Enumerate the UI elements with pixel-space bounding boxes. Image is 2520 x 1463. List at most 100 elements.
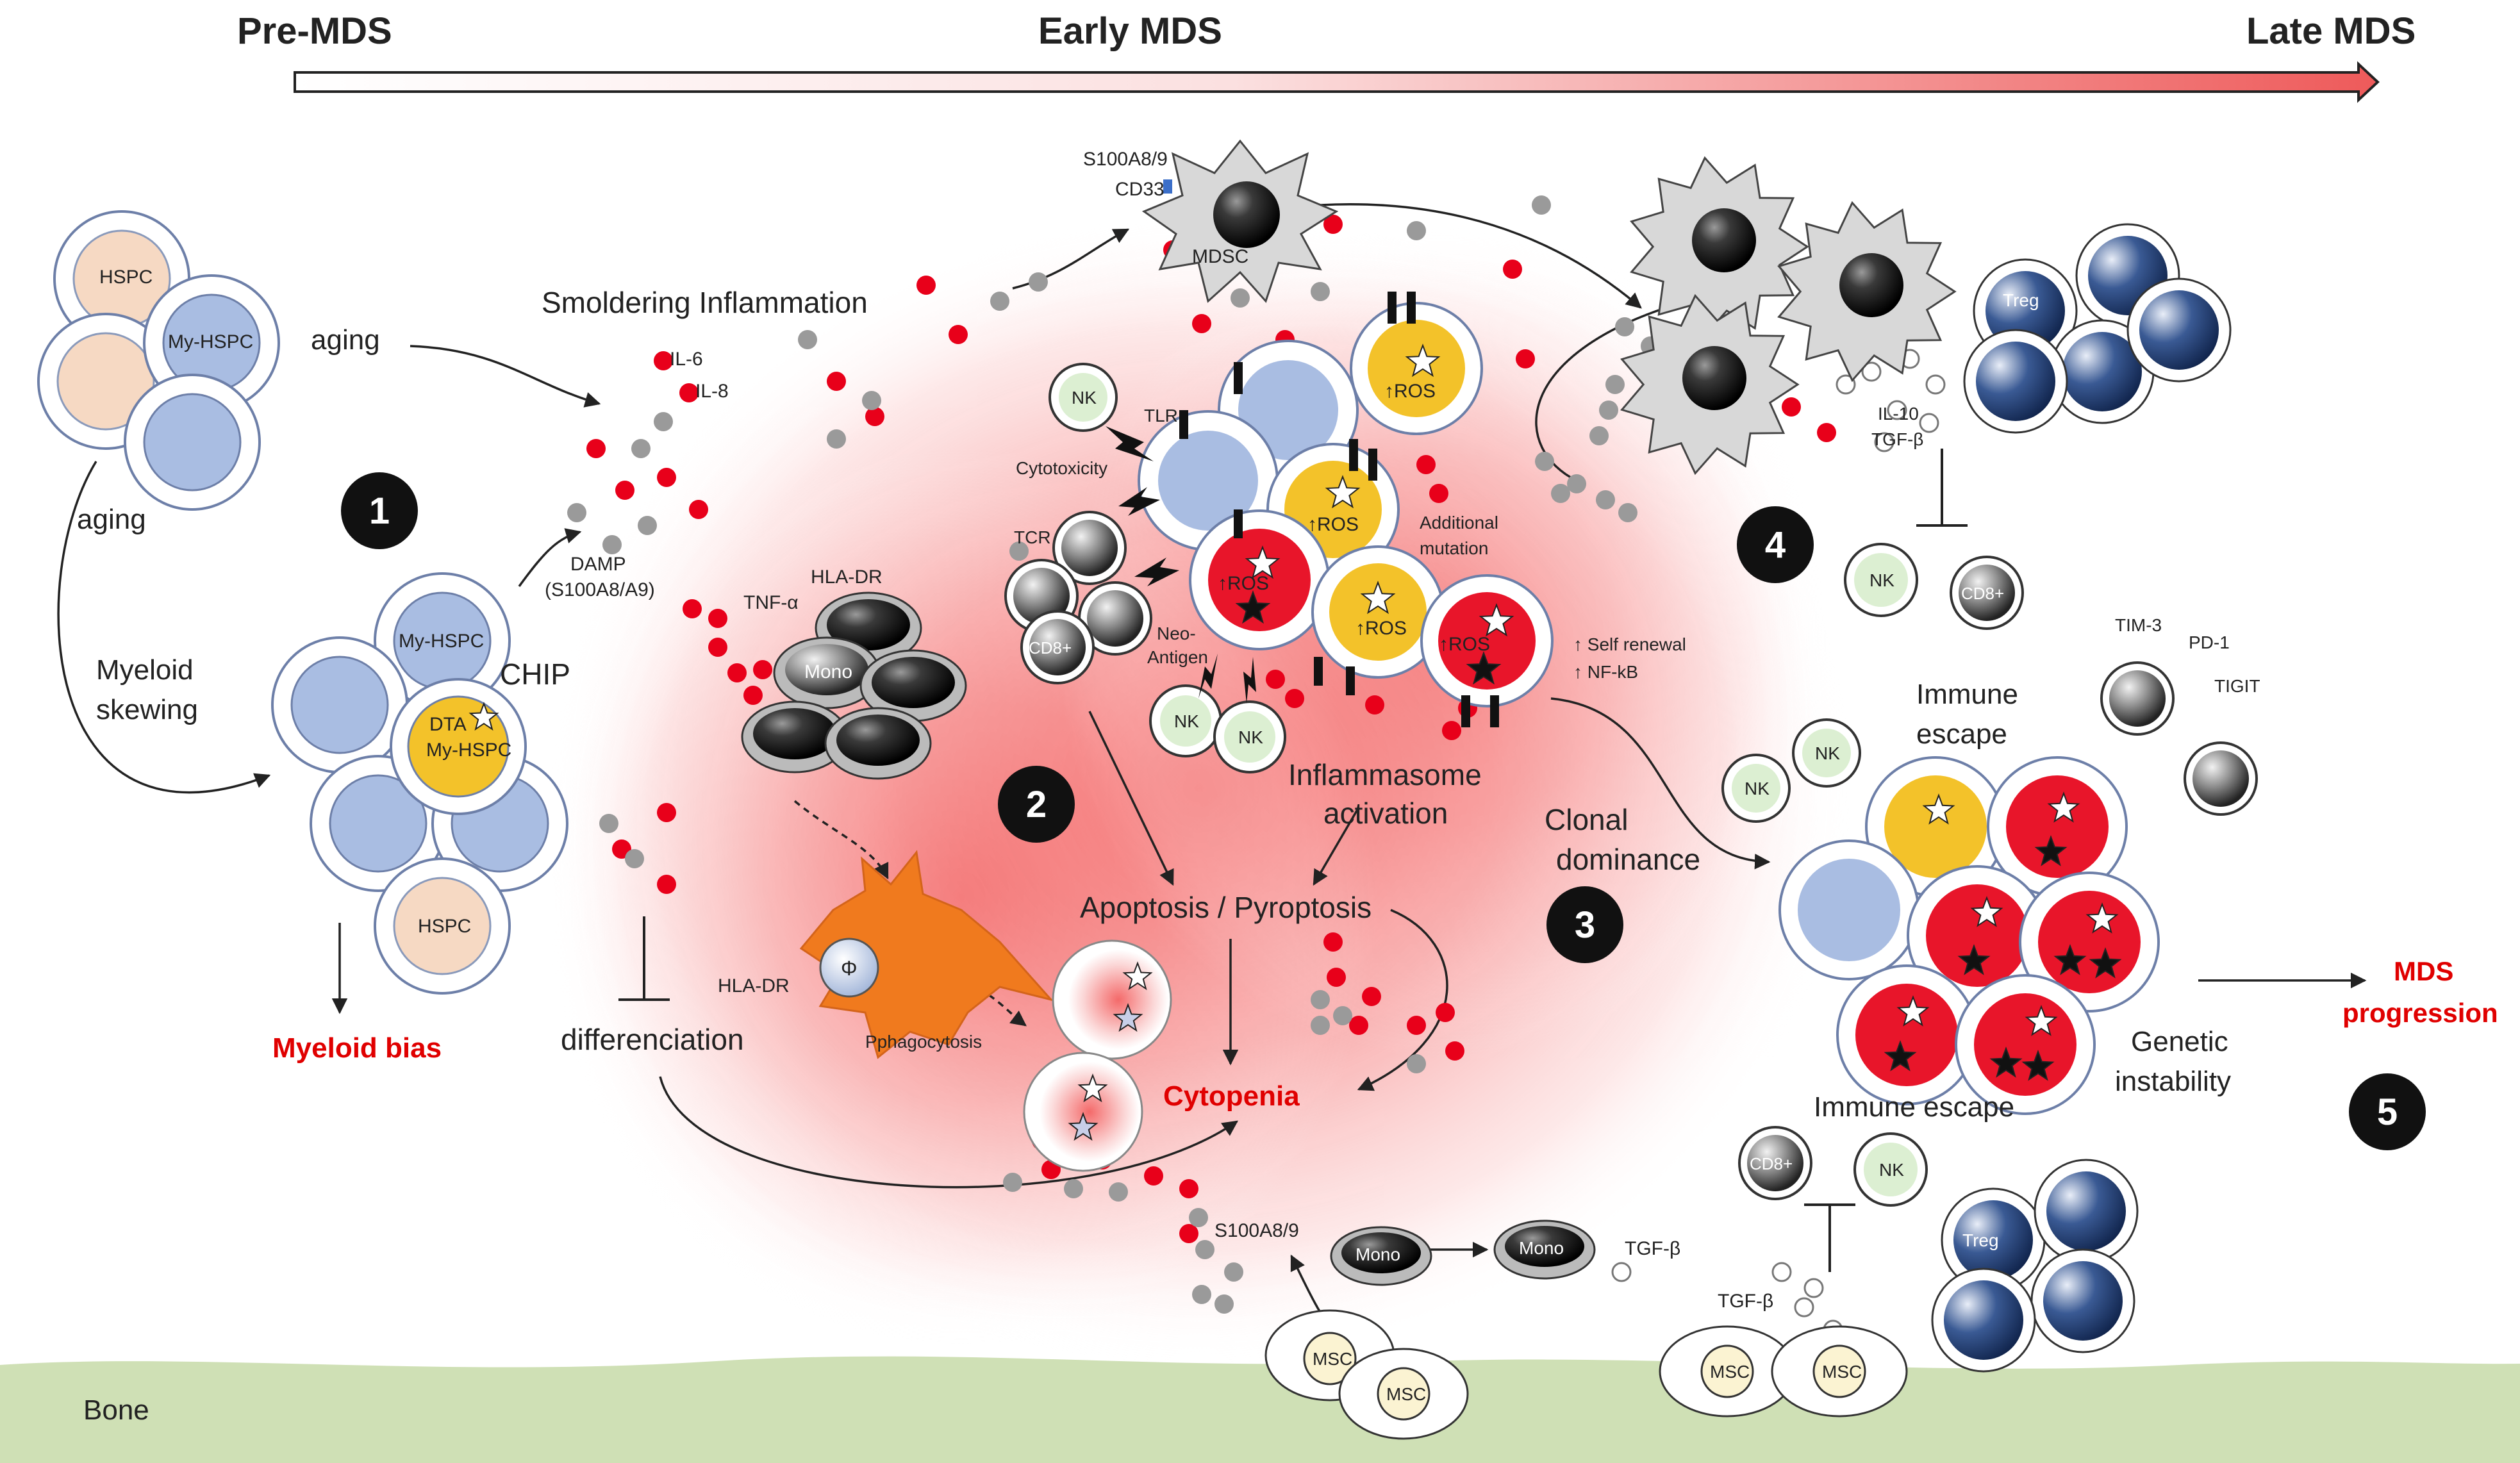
cytokine-dot	[865, 407, 884, 426]
s100a89-label-bottom: S100A8/9	[1214, 1220, 1299, 1241]
inflammasome-label-1: Inflammasome	[1288, 758, 1482, 791]
aging-label-right: aging	[311, 324, 380, 356]
ros-label-3: ↑ROS	[1218, 573, 1269, 594]
dominant-clone-cluster	[1778, 756, 2160, 1115]
myeloid-bias-label: Myeloid bias	[272, 1032, 442, 1064]
star-icon	[1884, 1040, 1917, 1071]
step-badge-3: 3	[1546, 886, 1623, 963]
pd1-label: PD-1	[2189, 632, 2230, 652]
mono-bottom: Mono Mono	[1330, 1219, 1596, 1286]
msc-cells-left: MSC MSC	[1264, 1309, 1469, 1440]
cd8-label-late-top: CD8+	[1961, 584, 2004, 603]
damp-dot	[990, 292, 1009, 311]
timeline: Pre-MDS Early MDS Late MDS	[237, 10, 2416, 103]
hspc-label-chip: HSPC	[418, 916, 471, 937]
damp-dot	[602, 535, 622, 554]
cd8-t-cells-early: CD8+	[1004, 511, 1152, 684]
star-icon	[468, 702, 499, 731]
nk-label-late-left-1: NK	[1815, 743, 1840, 763]
star-icon	[1077, 1073, 1108, 1103]
treg-cluster-bottom: Treg	[1931, 1159, 2139, 1373]
immune-escape-label-1: Immune	[1916, 679, 2018, 710]
mutation-star-icon	[468, 702, 499, 731]
cytotoxicity-label: Cytotoxicity	[1016, 458, 1107, 478]
mdsc-nucleus	[1682, 346, 1746, 410]
damp-dot	[567, 503, 586, 522]
receptor-bars	[1179, 292, 1499, 727]
cytokine-dot	[1516, 349, 1535, 368]
hspc-label-top: HSPC	[99, 267, 153, 288]
damp-dot	[599, 814, 618, 833]
damp-dot	[1311, 1016, 1330, 1035]
anti-inflammatory-cytokine-dot	[1887, 400, 1907, 420]
damp-dot	[1596, 490, 1615, 509]
nk-label-late-top: NK	[1869, 570, 1894, 590]
tim3-label: TIM-3	[2115, 615, 2162, 635]
anti-inflammatory-cytokine-dot	[1874, 432, 1894, 452]
star-icon	[2034, 835, 2068, 866]
cytokine-dot	[827, 372, 846, 391]
nfkb-label: ↑ NF-kB	[1573, 662, 1638, 682]
exhausted-t-cells	[2100, 661, 2258, 816]
smoldering-inflammation-label: Smoldering Inflammation	[542, 286, 868, 319]
damp-dot	[654, 412, 673, 431]
nk-label-late-left-2: NK	[1745, 779, 1770, 798]
phi-label: Φ	[841, 957, 858, 980]
cytokine-dot	[708, 609, 727, 628]
anti-inflammatory-cytokine-dot	[1771, 1262, 1792, 1282]
cytokine-dot	[1445, 1041, 1464, 1061]
star-icon	[1896, 995, 1930, 1027]
mono-label: Mono	[804, 661, 852, 682]
cytokine-dot	[1144, 1166, 1163, 1186]
cytokine-dot	[1407, 1016, 1426, 1035]
additional-mutation-label-2: mutation	[1420, 538, 1488, 558]
tlr-label: TLR	[1144, 406, 1178, 426]
damp-dot	[1003, 1173, 1022, 1192]
header-early-mds: Early MDS	[1038, 10, 1222, 52]
damp-dot	[1224, 1262, 1243, 1282]
nk-label-late-bottom: NK	[1879, 1160, 1904, 1180]
header-late-mds: Late MDS	[2246, 10, 2416, 52]
step-number-5: 5	[2377, 1091, 2398, 1133]
damp-dot	[1407, 221, 1426, 240]
anti-inflammatory-cytokine-dot	[1925, 374, 1946, 395]
star-icon	[1235, 590, 1271, 624]
ros-label-1: ↑ROS	[1384, 381, 1436, 402]
nk-label-bottom-1: NK	[1174, 711, 1199, 731]
step-badge-2: 2	[998, 766, 1075, 843]
star-icon	[1113, 1003, 1143, 1032]
my-hspc-label-dta: My-HSPC	[426, 740, 511, 761]
cytokine-dot	[1782, 397, 1801, 417]
damp-dot	[1231, 288, 1250, 308]
star-icon	[1405, 343, 1441, 377]
cytokine-dot	[916, 276, 936, 295]
apoptotic-cells	[1023, 939, 1172, 1172]
step-badge-4: 4	[1737, 506, 1814, 583]
star-icon	[1245, 545, 1281, 579]
tgfb-label-bottom-2: TGF-β	[1718, 1291, 1773, 1312]
cytokine-dot	[657, 803, 676, 822]
star-icon	[2047, 791, 2080, 823]
apoptosis-pyroptosis-label: Apoptosis / Pyroptosis	[1080, 891, 1372, 924]
damp-dot	[1551, 484, 1570, 503]
damp-dot	[1009, 541, 1029, 561]
mds-progression-label-2: progression	[2342, 998, 2498, 1028]
cd8-label-late-bottom: CD8+	[1750, 1154, 1793, 1173]
hla-dr-label-macrophage: HLA-DR	[718, 975, 790, 996]
genetic-instability-label-1: Genetic	[2131, 1026, 2228, 1057]
cytokine-dot	[949, 325, 968, 344]
star-icon	[1479, 603, 1514, 637]
star-icon	[2053, 944, 2087, 975]
aging-label-left: aging	[77, 504, 146, 535]
mdsc-nucleus	[1692, 208, 1756, 272]
bone-background	[0, 1356, 2520, 1463]
cytokine-dot	[657, 875, 676, 894]
macrophage: Φ	[799, 850, 1054, 1059]
cytokine-dot	[1323, 932, 1343, 952]
ros-label-5: ↑ROS	[1439, 634, 1490, 655]
msc-label-1: MSC	[1313, 1349, 1352, 1369]
chip-cluster: My-HSPC DTA My-HSPC HSPC	[271, 572, 568, 995]
cytokine-dot	[1179, 1224, 1198, 1243]
cd33-label: CD33	[1115, 179, 1165, 200]
damp-dot	[1189, 1208, 1208, 1227]
